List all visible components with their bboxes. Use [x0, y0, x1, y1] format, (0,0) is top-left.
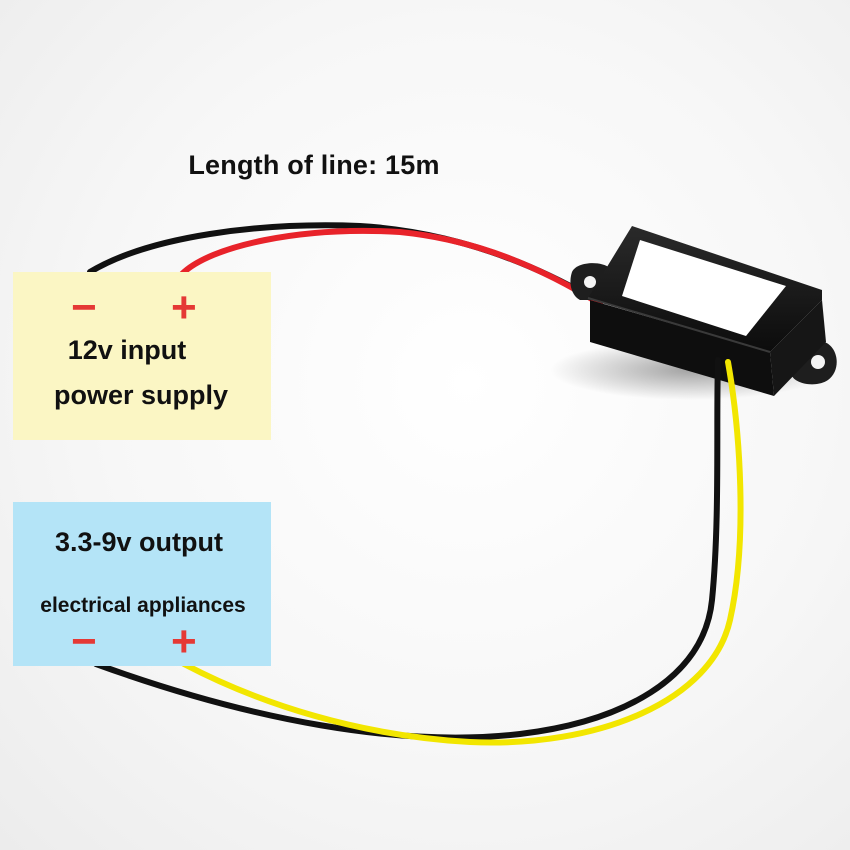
output-positive-wire	[181, 359, 744, 746]
output-plus-sign: +	[171, 617, 197, 666]
output-minus-sign: −	[71, 617, 97, 666]
line-length-caption: Length of line: 15m	[188, 150, 440, 180]
input-supply-label: power supply	[53, 380, 229, 410]
input-power-panel: − + 12v input power supply	[13, 272, 271, 440]
input-voltage-label: 12v input	[67, 335, 187, 365]
input-positive-wire	[179, 227, 603, 307]
module-front	[770, 300, 826, 396]
module-label	[622, 240, 786, 336]
output-appliance-panel: 3.3-9v output electrical appliances − +	[13, 502, 271, 666]
output-appliance-label: electrical appliances	[40, 594, 246, 617]
output-voltage-label: 3.3-9v output	[54, 527, 223, 557]
input-minus-sign: −	[71, 283, 97, 332]
input-plus-sign: +	[171, 283, 197, 332]
output-negative-wire	[93, 357, 721, 741]
